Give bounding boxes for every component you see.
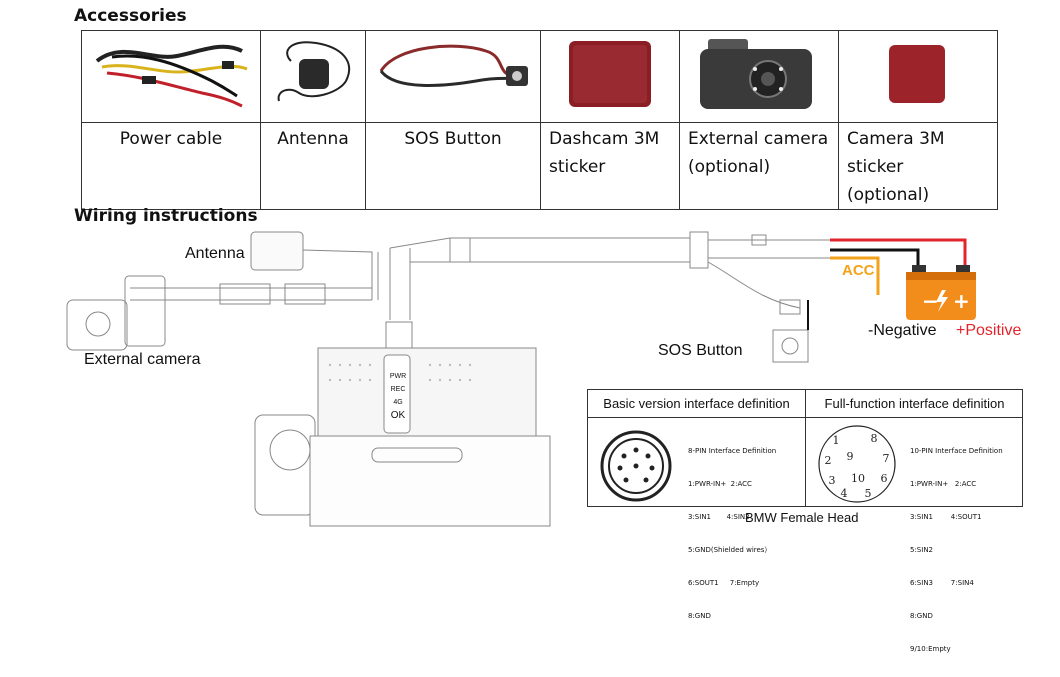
svg-text:−: − bbox=[922, 289, 939, 313]
camera-sticker-label: Camera 3M sticker (optional) bbox=[838, 122, 998, 210]
full-pin-line: 10-PIN Interface Definition bbox=[910, 447, 1003, 455]
10-pin-connector-icon: 1 2 3 4 5 6 7 8 9 10 bbox=[818, 425, 896, 503]
sos-button-label: SOS Button bbox=[365, 122, 541, 210]
device-button-labels: PWR REC 4G OK bbox=[388, 370, 408, 422]
pin-number: 3 bbox=[829, 474, 836, 487]
dashcam-sticker-photo bbox=[569, 41, 651, 107]
power-cable-label: Power cable bbox=[81, 122, 261, 210]
battery-icon: − + bbox=[906, 265, 976, 320]
negative-wire bbox=[830, 248, 920, 268]
basic-version-title: Basic version interface definition bbox=[588, 390, 805, 418]
camera-sticker-label-line1: Camera 3M bbox=[847, 129, 945, 149]
pwr-label: PWR bbox=[389, 373, 407, 380]
basic-pin-line: 8:GND bbox=[688, 612, 711, 620]
svg-text:+: + bbox=[953, 289, 970, 313]
power-cable-cell bbox=[81, 30, 261, 123]
sos-button-wiring-label: SOS Button bbox=[658, 342, 743, 359]
acc-wire bbox=[830, 256, 880, 295]
external-camera-cell bbox=[679, 30, 839, 123]
camera-sticker-cell bbox=[838, 30, 998, 123]
basic-pin-line: 5:GND(Shielded wires） bbox=[688, 546, 772, 554]
pin-number: 1 bbox=[833, 434, 840, 447]
antenna-photo bbox=[277, 41, 351, 102]
basic-pin-line: 3:SIN1 4:SIN2 bbox=[688, 513, 750, 521]
pin-number: 6 bbox=[881, 472, 888, 485]
external-camera-label-line2: (optional) bbox=[688, 157, 771, 177]
pin-number: 2 bbox=[825, 454, 832, 467]
camera-sticker-photo bbox=[889, 45, 945, 103]
positive-label: +Positive bbox=[956, 322, 1022, 339]
power-cable-photo bbox=[95, 44, 248, 108]
wiring-heading: Wiring instructions bbox=[74, 206, 258, 226]
interface-definition-table: Basic version interface definition Full-… bbox=[587, 389, 1023, 653]
external-camera-photo bbox=[700, 39, 812, 109]
wiring-diagram: − + bbox=[66, 231, 976, 527]
accessories-heading: Accessories bbox=[74, 6, 187, 26]
pin-number: 7 bbox=[883, 452, 890, 465]
basic-pin-line: 1:PWR-IN+ 2:ACC bbox=[688, 480, 752, 488]
full-pin-list: 10-PIN Interface Definition 1:PWR-IN+ 2:… bbox=[910, 424, 1003, 677]
pin-number: 9 bbox=[847, 450, 854, 463]
dashcam-sticker-label-line2: sticker bbox=[549, 157, 606, 177]
sos-button-photo bbox=[379, 44, 528, 87]
antenna-wiring-label: Antenna bbox=[185, 245, 245, 262]
positive-wire bbox=[830, 238, 967, 268]
pin-number: 4 bbox=[841, 487, 848, 500]
external-camera-label: External camera (optional) bbox=[679, 122, 839, 210]
external-camera-wiring-label: External camera bbox=[84, 351, 201, 368]
acc-label: ACC bbox=[842, 262, 875, 279]
accessories-table: Power cable Antenna SOS Button Dashcam 3… bbox=[81, 30, 998, 210]
basic-version-body: 8-PIN Interface Definition 1:PWR-IN+ 2:A… bbox=[588, 418, 805, 620]
antenna-label: Antenna bbox=[260, 122, 366, 210]
ok-label: OK bbox=[390, 410, 406, 421]
full-pin-line: 8:GND bbox=[910, 612, 933, 620]
sos-button-cell bbox=[365, 30, 541, 123]
dashcam-sticker-label: Dashcam 3M sticker bbox=[540, 122, 680, 210]
dashcam-sticker-cell bbox=[540, 30, 680, 123]
basic-pin-line: 6:SOUT1 7:Empty bbox=[688, 579, 760, 587]
basic-pin-line: 8-PIN Interface Definition bbox=[688, 447, 777, 455]
antenna-box bbox=[250, 231, 304, 271]
negative-label: -Negative bbox=[868, 322, 937, 339]
full-pin-line: 3:SIN1 4:SOUT1 bbox=[910, 513, 982, 521]
external-camera-drawing bbox=[66, 299, 128, 351]
pin-number: 10 bbox=[851, 472, 865, 485]
full-pin-line: 9/10:Empty bbox=[910, 645, 951, 653]
full-pin-line: 6:SIN3 7:SIN4 bbox=[910, 579, 974, 587]
rec-label: REC bbox=[390, 386, 406, 393]
full-pin-line: 1:PWR-IN+ 2:ACC bbox=[910, 480, 977, 488]
4g-label: 4G bbox=[393, 399, 403, 406]
dashcam-sticker-label-line1: Dashcam 3M bbox=[549, 129, 660, 149]
external-camera-label-line1: External camera bbox=[688, 129, 829, 149]
full-pin-line: 5:SIN2 bbox=[910, 546, 934, 554]
camera-sticker-label-line2: sticker (optional) bbox=[847, 157, 930, 205]
full-function-body: 1 2 3 4 5 6 7 8 9 10 10-PIN Interface De… bbox=[805, 418, 1023, 653]
device-body bbox=[317, 347, 537, 437]
sos-button-drawing bbox=[772, 329, 809, 363]
basic-pin-list: 8-PIN Interface Definition 1:PWR-IN+ 2:A… bbox=[688, 424, 776, 644]
connector-label: BMW Female Head bbox=[745, 510, 859, 525]
full-function-title: Full-function interface definition bbox=[805, 390, 1023, 418]
8-pin-connector-icon bbox=[600, 430, 672, 502]
pin-number: 5 bbox=[865, 487, 872, 500]
pin-number: 8 bbox=[871, 432, 878, 445]
